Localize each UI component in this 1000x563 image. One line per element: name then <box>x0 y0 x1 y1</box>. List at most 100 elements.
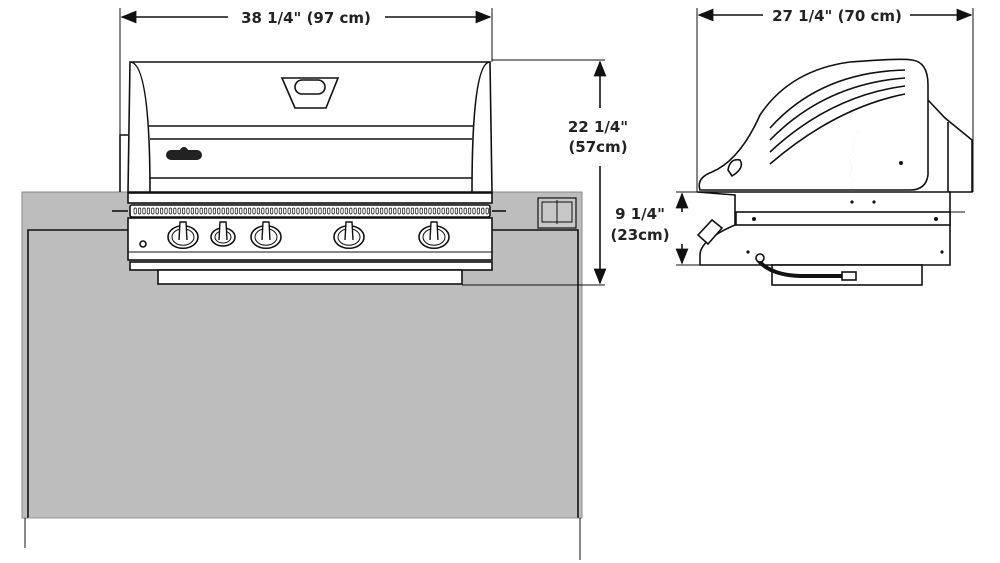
vent-slot <box>256 207 260 215</box>
front-height-label-inches: 22 1/4" <box>568 118 628 136</box>
vent-slot <box>243 207 247 215</box>
gas-hose <box>756 258 848 278</box>
side-view: 27 1/4" (70 cm) 9 1/4" (23cm) <box>610 7 974 286</box>
vent-slot <box>292 207 296 215</box>
lid-handle <box>280 77 340 109</box>
vent-slot <box>432 207 436 215</box>
burner-knob <box>333 221 365 250</box>
vent-slot <box>177 207 181 215</box>
vent-slot <box>173 207 177 215</box>
vent-slot <box>393 207 397 215</box>
vent-slot <box>283 207 287 215</box>
vent-slot <box>454 207 458 215</box>
vent-slot <box>424 207 428 215</box>
vent-slot <box>230 207 234 215</box>
front-width-label: 38 1/4" (97 cm) <box>241 9 371 27</box>
vent-slot <box>248 207 252 215</box>
vent-slot <box>322 207 326 215</box>
vent-slot <box>468 207 472 215</box>
vent-slot <box>481 207 485 215</box>
vent-slot <box>406 207 410 215</box>
vent-slot <box>459 207 463 215</box>
vent-slots <box>133 207 489 215</box>
front-view: 38 1/4" (97 cm) 22 1/4" (57cm) <box>21 8 628 560</box>
vent-slot <box>472 207 476 215</box>
side-firebox <box>696 191 965 286</box>
counter-inner-edge <box>27 229 579 518</box>
burner-knob <box>250 221 282 250</box>
vent-slot <box>340 207 344 215</box>
vent-slot <box>164 207 168 215</box>
grill-lid <box>119 61 493 193</box>
vent-slot <box>186 207 190 215</box>
side-depth-dimension: 27 1/4" (70 cm) <box>696 7 974 192</box>
vent-slot <box>463 207 467 215</box>
control-panel <box>112 192 506 285</box>
vent-slot <box>353 207 357 215</box>
vent-slot <box>388 207 392 215</box>
side-knob <box>696 218 724 246</box>
vent-slot <box>160 207 164 215</box>
vent-slot <box>314 207 318 215</box>
side-lid <box>698 58 973 193</box>
vent-slot <box>362 207 366 215</box>
side-depth-label: 27 1/4" (70 cm) <box>772 7 902 25</box>
firebox-height-dimension: 9 1/4" (23cm) <box>610 191 700 266</box>
firebox-height-label-cm: (23cm) <box>610 226 669 244</box>
vent-slot <box>151 207 155 215</box>
vent-slot <box>371 207 375 215</box>
vent-slot <box>331 207 335 215</box>
vent-slot <box>428 207 432 215</box>
vent-slot <box>138 207 142 215</box>
vent-slot <box>318 207 322 215</box>
burner-knob <box>167 221 199 250</box>
front-height-label-cm: (57cm) <box>568 138 627 156</box>
front-width-dimension: 38 1/4" (97 cm) <box>119 8 493 192</box>
vent-slot <box>441 207 445 215</box>
vent-slot <box>146 207 150 215</box>
vent-slot <box>327 207 331 215</box>
access-door-icon <box>537 197 577 229</box>
vent-slot <box>349 207 353 215</box>
vent-slot <box>261 207 265 215</box>
vent-slot <box>190 207 194 215</box>
vent-slot <box>287 207 291 215</box>
vent-slot <box>476 207 480 215</box>
vent-slot <box>366 207 370 215</box>
vent-slot <box>384 207 388 215</box>
vent-slot <box>199 207 203 215</box>
vent-slot <box>155 207 159 215</box>
vent-slot <box>133 207 137 215</box>
vent-slot <box>485 207 489 215</box>
vent-slot <box>410 207 414 215</box>
vent-slot <box>252 207 256 215</box>
vent-slot <box>239 207 243 215</box>
front-height-dimension: 22 1/4" (57cm) <box>462 59 628 286</box>
vent-slot <box>305 207 309 215</box>
vent-slot <box>208 207 212 215</box>
ignition-button <box>139 240 147 248</box>
brand-logo <box>166 147 202 160</box>
vent-slot <box>344 207 348 215</box>
vent-slot <box>437 207 441 215</box>
vent-slot <box>446 207 450 215</box>
vent-slot <box>274 207 278 215</box>
firebox-height-label-inches: 9 1/4" <box>615 205 665 223</box>
vent-slot <box>265 207 269 215</box>
vent-slot <box>212 207 216 215</box>
vent-slot <box>217 207 221 215</box>
vent-slot <box>358 207 362 215</box>
vent-slot <box>221 207 225 215</box>
vent-slot <box>336 207 340 215</box>
vent-slot <box>234 207 238 215</box>
vent-slot <box>300 207 304 215</box>
vent-slot <box>419 207 423 215</box>
vent-slot <box>278 207 282 215</box>
vent-slot <box>168 207 172 215</box>
vent-slot <box>270 207 274 215</box>
vent-slot <box>450 207 454 215</box>
vent-slot <box>142 207 146 215</box>
vent-slot <box>296 207 300 215</box>
vent-slot <box>226 207 230 215</box>
